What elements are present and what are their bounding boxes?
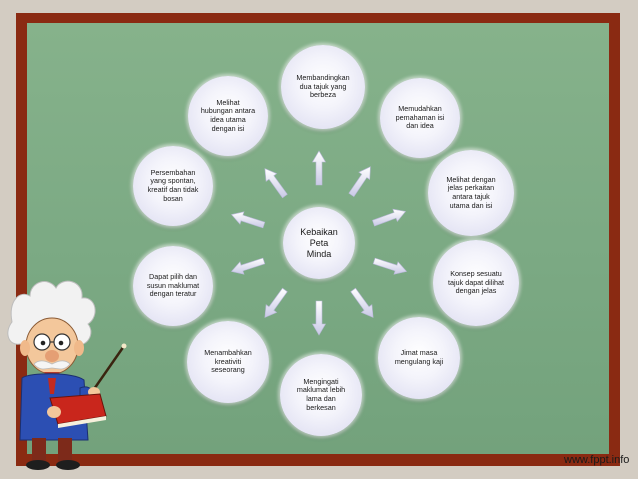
node-label: Mengingati maklumat lebih lama dan berke… (296, 376, 346, 412)
watermark: www.fppt.info (564, 454, 630, 466)
arrow-to-n10 (264, 168, 288, 199)
node-n1: Membandingkan dua tajuk yang berbeza (281, 45, 365, 129)
node-n7: Menambahkan kreativiti seseorang (187, 321, 269, 403)
arrow-to-n7 (264, 287, 288, 318)
node-n8: Dapat pilih dan susun maklumat dengan te… (133, 246, 213, 326)
node-n3: Melihat dengan jelas perkaitan antara ta… (428, 150, 514, 236)
node-n9: Persembahan yang spontan, kreatif dan ti… (133, 146, 213, 226)
node-n2: Memudahkan pemahaman isi dan idea (380, 78, 460, 158)
node-n5: Jimat masa mengulang kaji (378, 317, 460, 399)
node-label: Membandingkan dua tajuk yang berbeza (296, 73, 350, 100)
node-label: Persembahan yang spontan, kreatif dan ti… (147, 167, 199, 203)
node-n10: Melihat hubungan antara idea utama denga… (188, 76, 268, 156)
node-label: Konsep sesuatu tajuk dapat dilihat denga… (448, 269, 504, 296)
center-label: Kebaikan Peta Minda (300, 226, 338, 259)
node-label: Dapat pilih dan susun maklumat dengan te… (146, 272, 200, 299)
center-node: Kebaikan Peta Minda (283, 207, 355, 279)
arrow-to-n8 (230, 257, 266, 275)
node-label: Memudahkan pemahaman isi dan idea (395, 104, 445, 131)
arrow-to-n9 (230, 211, 266, 229)
arrow-to-n6 (311, 300, 327, 336)
node-label: Melihat dengan jelas perkaitan antara ta… (446, 174, 496, 210)
arrow-to-n4 (372, 257, 408, 275)
node-n6: Mengingati maklumat lebih lama dan berke… (280, 354, 362, 436)
node-label: Melihat hubungan antara idea utama denga… (200, 97, 256, 133)
arrow-to-n2 (348, 166, 371, 198)
node-label: Menambahkan kreativiti seseorang (204, 348, 252, 375)
arrow-to-n1 (311, 150, 327, 186)
node-n4: Konsep sesuatu tajuk dapat dilihat denga… (433, 240, 519, 326)
node-label: Jimat masa mengulang kaji (394, 348, 444, 366)
arrow-to-n5 (350, 287, 374, 318)
arrow-to-n3 (372, 208, 407, 227)
